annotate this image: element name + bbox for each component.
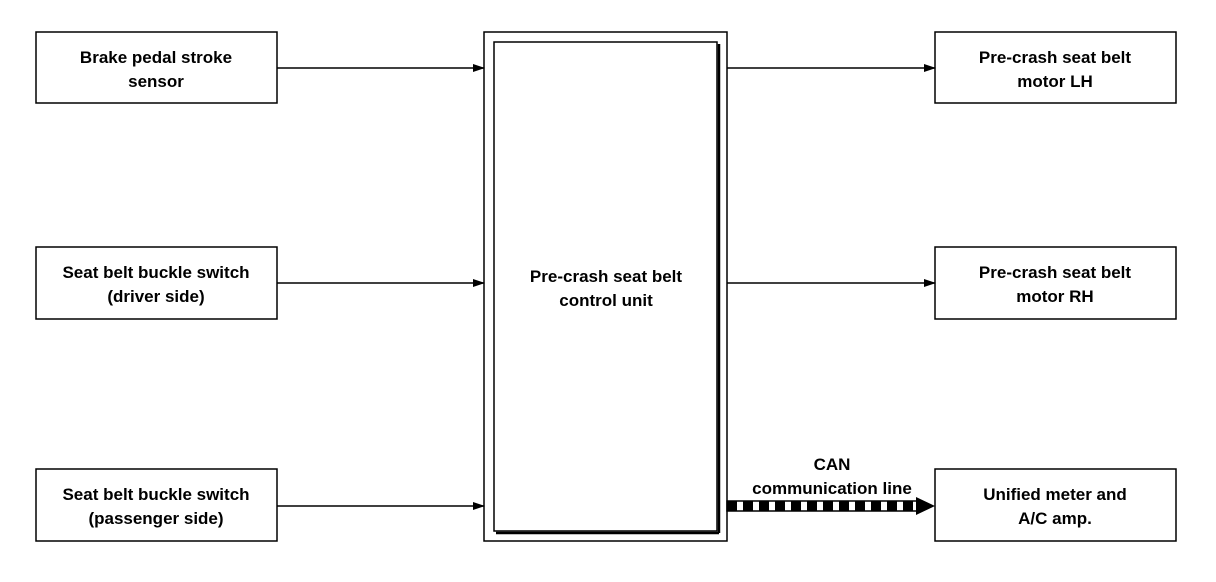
input-box-label-line2: sensor (128, 72, 184, 91)
input-box-label-line1: Brake pedal stroke (80, 48, 232, 67)
input-box-label-line2: (passenger side) (88, 509, 223, 528)
output-box-motor-rh: Pre-crash seat belt motor RH (934, 246, 1177, 320)
can-communication-line (726, 497, 935, 515)
output-box-motor-lh: Pre-crash seat belt motor LH (934, 31, 1177, 104)
can-label-line1: CAN (814, 455, 851, 474)
output-box-label-line2: motor RH (1016, 287, 1093, 306)
input-box-label-line1: Seat belt buckle switch (62, 263, 249, 282)
control-unit-box: Pre-crash seat belt control unit (483, 31, 728, 542)
output-box-label-line2: motor LH (1017, 72, 1093, 91)
output-box-label-line2: A/C amp. (1018, 509, 1092, 528)
output-box-label-line1: Unified meter and (983, 485, 1127, 504)
input-box-seat-belt-buckle-switch-driver: Seat belt buckle switch (driver side) (35, 246, 278, 320)
control-unit-label-line2: control unit (559, 291, 653, 310)
control-unit-label-line1: Pre-crash seat belt (530, 267, 682, 286)
output-box-label-line1: Pre-crash seat belt (979, 48, 1131, 67)
input-box-label-line2: (driver side) (107, 287, 204, 306)
can-arrowhead (916, 497, 935, 515)
output-box-label-line1: Pre-crash seat belt (979, 263, 1131, 282)
output-box-unified-meter: Unified meter and A/C amp. (934, 468, 1177, 542)
input-box-label-line1: Seat belt buckle switch (62, 485, 249, 504)
input-box-brake-pedal-stroke-sensor: Brake pedal stroke sensor (35, 31, 278, 104)
can-label-line2: communication line (752, 479, 912, 498)
input-box-seat-belt-buckle-switch-passenger: Seat belt buckle switch (passenger side) (35, 468, 278, 542)
